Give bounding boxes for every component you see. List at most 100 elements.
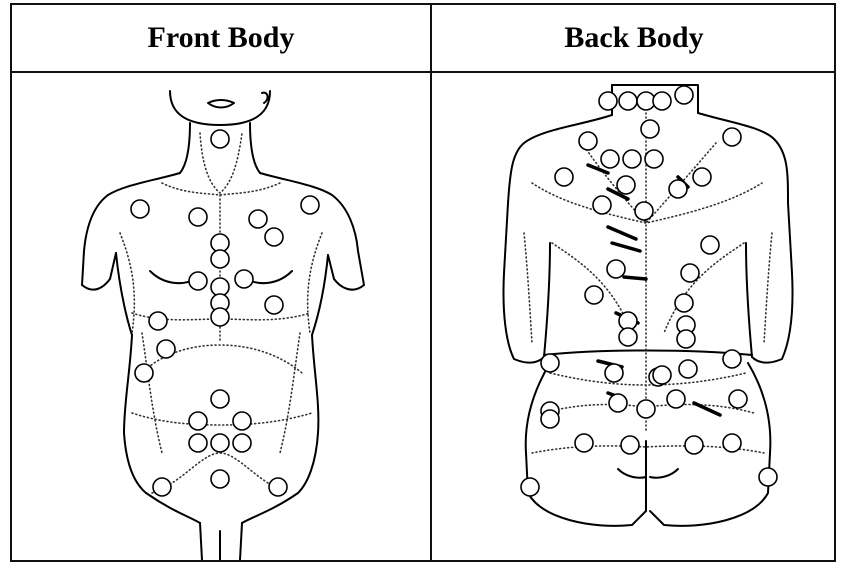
front-point-marker-circle (189, 412, 207, 430)
back-point-marker-b32 (637, 400, 655, 418)
back-point-marker-circle (635, 202, 653, 220)
front-point-marker-f19 (233, 412, 251, 430)
back-point-marker-circle (685, 436, 703, 454)
front-point-marker-f15 (157, 340, 175, 358)
back-point-marker-circle (541, 410, 559, 428)
back-point-marker-b16 (701, 236, 719, 254)
front-point-marker-circle (189, 208, 207, 226)
front-point-marker-f22 (233, 434, 251, 452)
front-point-marker-f16 (135, 364, 153, 382)
back-point-marker-circle (593, 196, 611, 214)
front-point-marker-circle (211, 470, 229, 488)
back-point-marker-circle (521, 478, 539, 496)
front-point-marker-f25 (269, 478, 287, 496)
back-point-marker-b36 (621, 436, 639, 454)
front-point-marker-f2 (131, 200, 149, 218)
back-point-marker-circle (669, 180, 687, 198)
back-point-marker-circle (575, 434, 593, 452)
front-point-marker-f14 (149, 312, 167, 330)
back-body-outline (503, 85, 792, 526)
back-point-marker-b10 (555, 168, 573, 186)
body-chart-table: Front Body Back Body (10, 3, 836, 562)
back-point-marker-b18 (681, 264, 699, 282)
front-point-marker-f5 (301, 196, 319, 214)
front-point-marker-f4 (249, 210, 267, 228)
back-point-marker-b25 (541, 354, 559, 372)
back-point-marker-b40 (521, 478, 539, 496)
back-point-marker-circle (653, 366, 671, 384)
back-point-marker-b3 (653, 92, 671, 110)
back-point-marker-b44 (653, 366, 671, 384)
back-point-marker-b26 (605, 364, 623, 382)
back-body-header: Back Body (432, 5, 836, 71)
front-point-marker-f12 (211, 308, 229, 326)
back-point-marker-circle (621, 436, 639, 454)
front-point-marker-f17 (211, 390, 229, 408)
front-point-marker-f20 (189, 434, 207, 452)
back-point-marker-circle (667, 390, 685, 408)
front-body-header: Front Body (12, 5, 430, 71)
front-point-marker-circle (211, 390, 229, 408)
back-point-marker-circle (723, 350, 741, 368)
back-point-marker-b28 (723, 350, 741, 368)
back-point-marker-b33 (667, 390, 685, 408)
front-point-marker-circle (269, 478, 287, 496)
back-point-marker-circle (645, 150, 663, 168)
front-point-marker-circle (153, 478, 171, 496)
back-point-marker-b34 (729, 390, 747, 408)
back-point-marker-circle (609, 394, 627, 412)
back-point-marker-circle (619, 92, 637, 110)
front-point-marker-f7 (265, 228, 283, 246)
back-point-marker-circle (623, 150, 641, 168)
back-point-marker-b39 (541, 410, 559, 428)
front-point-marker-circle (149, 312, 167, 330)
front-point-marker-circle (233, 434, 251, 452)
back-point-marker-b1 (619, 92, 637, 110)
back-point-marker-b13 (669, 180, 687, 198)
back-point-marker-b6 (601, 150, 619, 168)
front-point-marker-f26 (211, 250, 229, 268)
back-point-marker-b8 (645, 150, 663, 168)
back-point-marker-b41 (759, 468, 777, 486)
back-point-marker-b27 (679, 360, 697, 378)
front-point-marker-f18 (189, 412, 207, 430)
front-point-marker-f10 (235, 270, 253, 288)
front-point-marker-circle (189, 434, 207, 452)
back-point-marker-b20 (675, 294, 693, 312)
front-point-marker-f1 (211, 130, 229, 148)
back-point-marker-circle (599, 92, 617, 110)
back-point-marker-circle (585, 286, 603, 304)
back-point-marker-b43 (675, 86, 693, 104)
front-point-marker-circle (189, 272, 207, 290)
back-point-marker-circle (681, 264, 699, 282)
front-point-marker-circle (157, 340, 175, 358)
back-point-marker-circle (617, 176, 635, 194)
front-point-marker-circle (265, 228, 283, 246)
back-point-marker-b24 (677, 330, 695, 348)
front-point-marker-f8 (189, 272, 207, 290)
front-point-marker-circle (211, 130, 229, 148)
back-point-marker-circle (723, 434, 741, 452)
front-point-marker-circle (211, 250, 229, 268)
back-point-marker-b23 (619, 328, 637, 346)
front-point-marker-f23 (211, 470, 229, 488)
front-point-marker-circle (233, 412, 251, 430)
back-point-marker-circle (555, 168, 573, 186)
back-point-marker-circle (675, 86, 693, 104)
back-point-marker-circle (579, 132, 597, 150)
back-point-marker-b31 (609, 394, 627, 412)
back-point-marker-circle (605, 364, 623, 382)
front-point-marker-circle (131, 200, 149, 218)
back-point-marker-circle (759, 468, 777, 486)
front-point-marker-f24 (153, 478, 171, 496)
front-point-marker-circle (235, 270, 253, 288)
back-body-figure (432, 73, 836, 560)
front-point-marker-circle (211, 434, 229, 452)
back-point-marker-b15 (593, 196, 611, 214)
back-point-marker-b12 (635, 202, 653, 220)
back-point-marker-b4 (641, 120, 659, 138)
back-point-marker-circle (607, 260, 625, 278)
back-point-marker-circle (701, 236, 719, 254)
front-point-marker-circle (211, 308, 229, 326)
back-point-marker-circle (619, 328, 637, 346)
